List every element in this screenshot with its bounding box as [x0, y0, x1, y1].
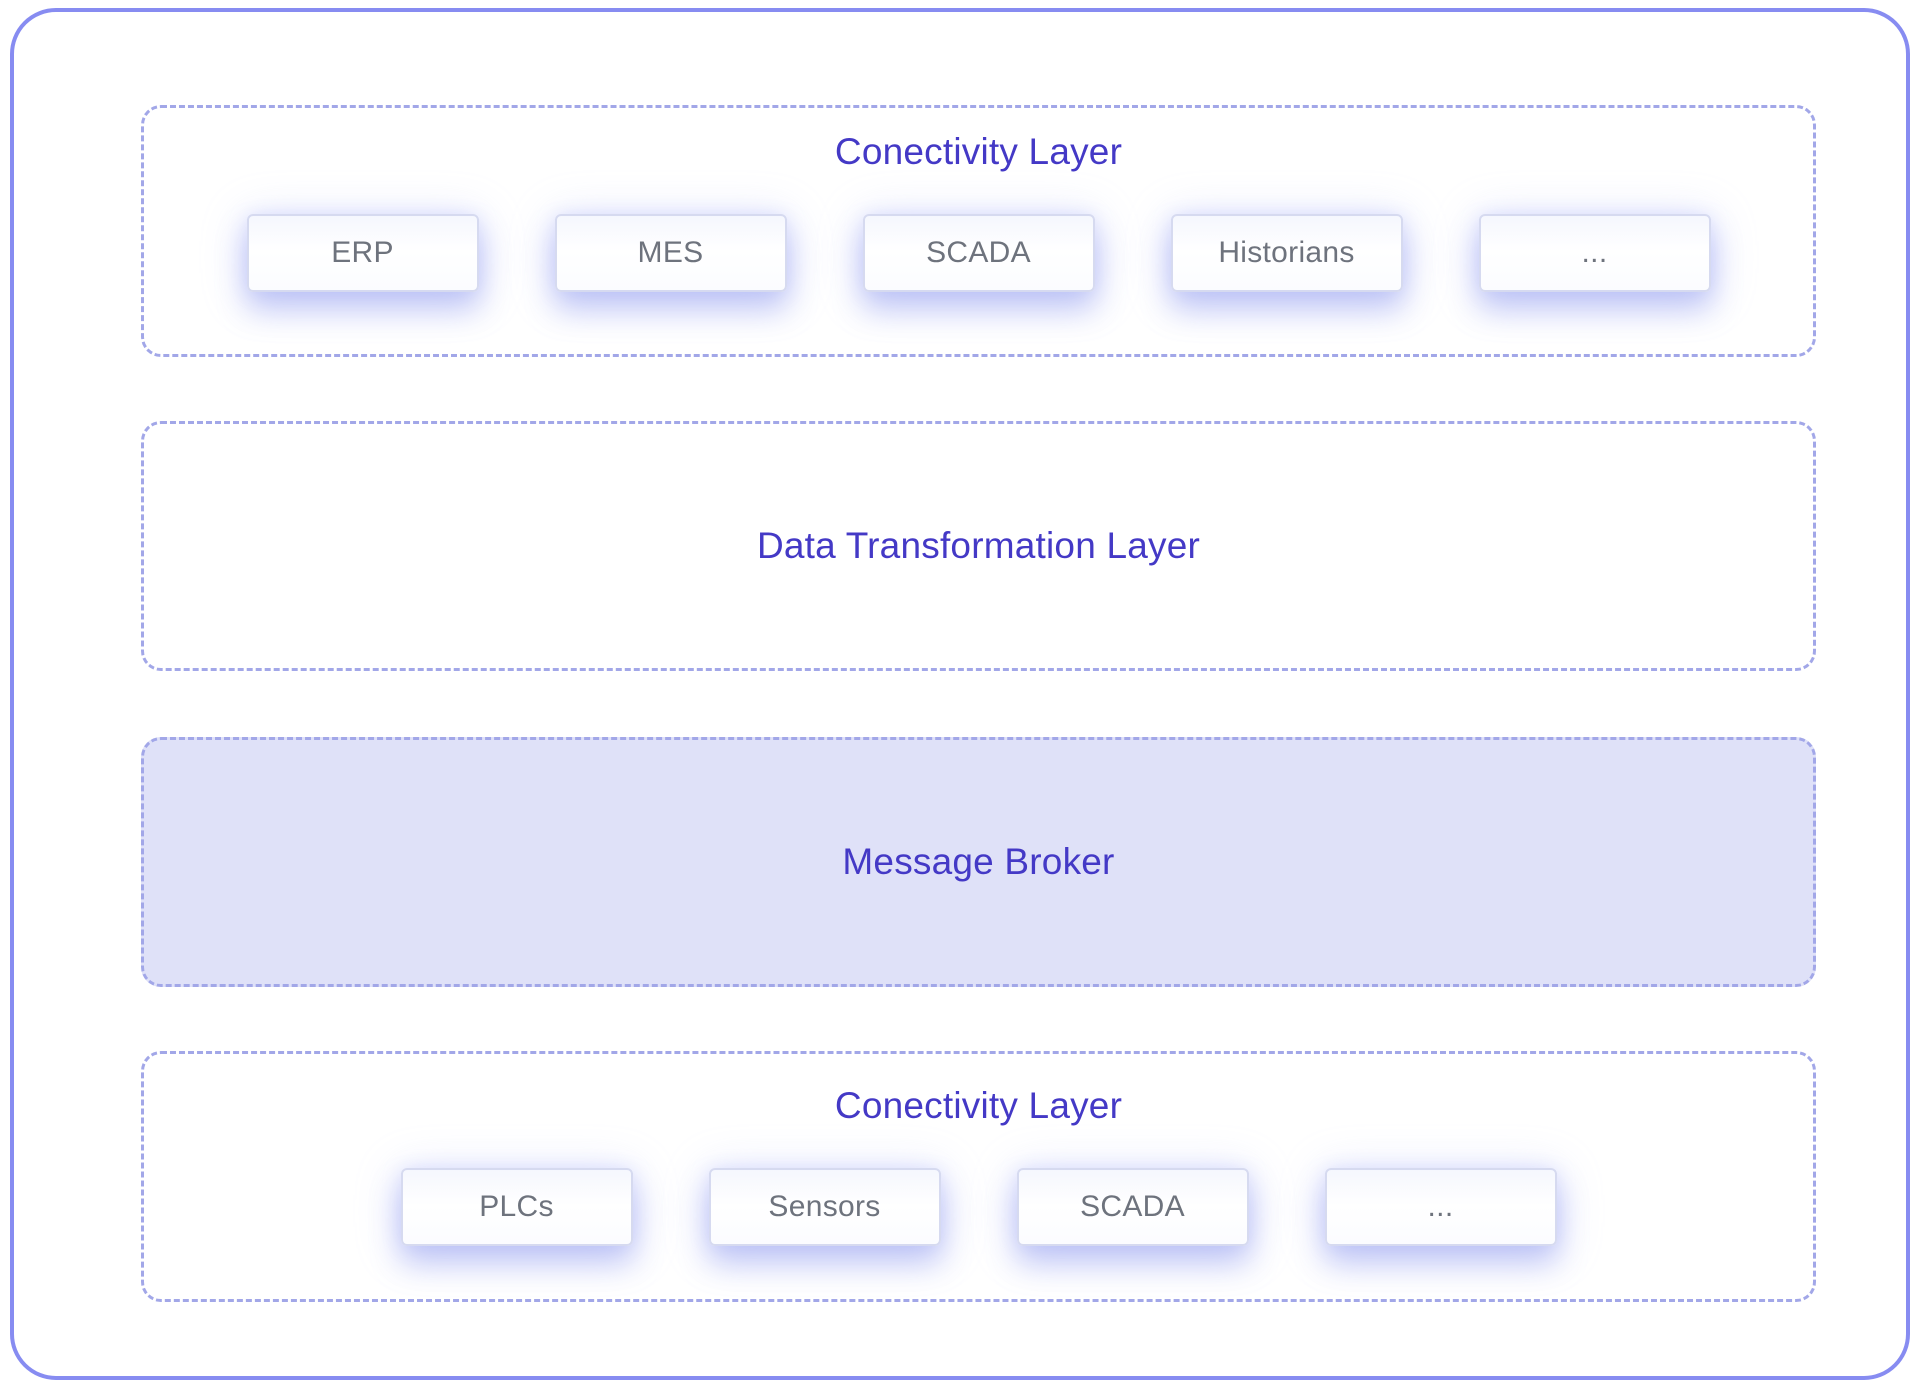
section-title: Conectivity Layer	[834, 131, 1123, 172]
section-title: Conectivity Layer	[834, 1085, 1123, 1126]
system-box-label: Historians	[1218, 236, 1355, 269]
section-title: Message Broker	[842, 841, 1115, 882]
system-box-label: Sensors	[768, 1190, 881, 1223]
system-box-row: PLCs Sensors SCADA ...	[400, 1168, 1557, 1246]
system-box-mes: MES	[554, 214, 787, 292]
section-title: Data Transformation Layer	[756, 525, 1201, 566]
system-box-erp: ERP	[246, 214, 479, 292]
system-box-label: SCADA	[1080, 1190, 1185, 1223]
system-box-ellipsis-bottom: ...	[1324, 1168, 1557, 1246]
architecture-outer-panel: Conectivity Layer ERP MES SCADA Historia…	[10, 8, 1910, 1380]
section-data-transformation: Data Transformation Layer	[141, 421, 1816, 671]
system-box-scada-top: SCADA	[862, 214, 1095, 292]
section-connectivity-bottom: Conectivity Layer PLCs Sensors SCADA ...	[141, 1051, 1816, 1302]
system-box-label: MES	[637, 236, 704, 269]
system-box-plcs: PLCs	[400, 1168, 633, 1246]
system-box-sensors: Sensors	[708, 1168, 941, 1246]
system-box-row: ERP MES SCADA Historians ...	[246, 214, 1711, 292]
system-box-historians: Historians	[1170, 214, 1403, 292]
system-box-label: ...	[1581, 236, 1608, 269]
system-box-label: ...	[1427, 1190, 1454, 1223]
system-box-label: ERP	[331, 236, 394, 269]
system-box-label: PLCs	[479, 1190, 554, 1223]
section-message-broker: Message Broker	[141, 737, 1816, 987]
system-box-ellipsis-top: ...	[1478, 214, 1711, 292]
system-box-scada-bottom: SCADA	[1016, 1168, 1249, 1246]
system-box-label: SCADA	[926, 236, 1031, 269]
section-connectivity-top: Conectivity Layer ERP MES SCADA Historia…	[141, 105, 1816, 357]
